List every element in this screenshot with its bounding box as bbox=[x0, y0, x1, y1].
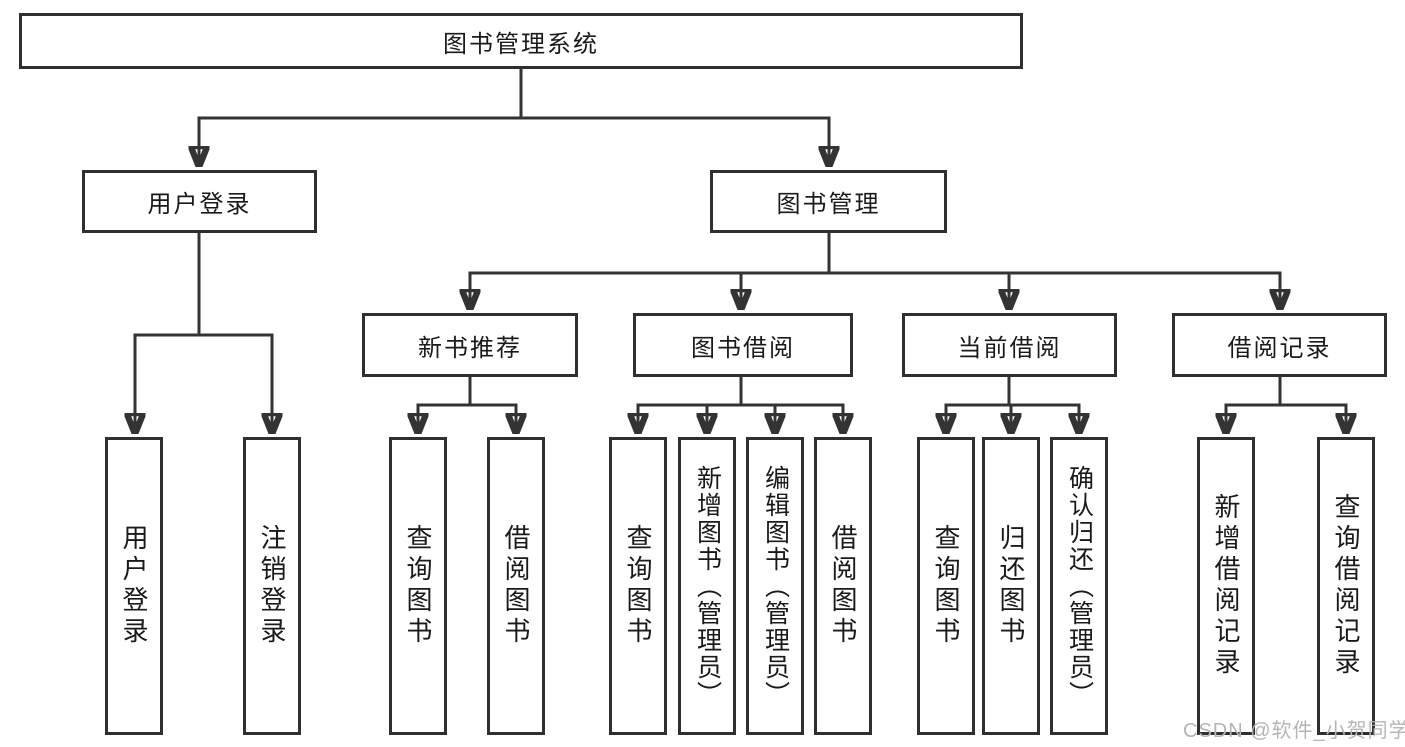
node-library-system-root: 图书管理系统 bbox=[19, 13, 1023, 69]
node-current-borrowing: 当前借阅 bbox=[902, 313, 1117, 377]
leaf-logout: 注销登录 bbox=[243, 437, 301, 735]
connector-root-to-level2 bbox=[199, 69, 829, 164]
leaf-borrow-books-recommend: 借阅图书 bbox=[487, 437, 545, 735]
node-user-login: 用户登录 bbox=[82, 170, 317, 233]
leaf-return-books: 归还图书 bbox=[982, 437, 1040, 735]
connector-book-mgmt-to-level3 bbox=[470, 232, 1280, 307]
leaf-add-borrow-record: 新增借阅记录 bbox=[1197, 437, 1255, 735]
connector-user-login-children bbox=[135, 232, 272, 431]
node-book-management: 图书管理 bbox=[710, 170, 947, 233]
connector-book-borrow-children bbox=[638, 376, 843, 431]
leaf-query-borrow-record: 查询借阅记录 bbox=[1317, 437, 1375, 735]
connector-borrow-records-children bbox=[1226, 376, 1346, 431]
leaf-query-books-borrowing: 查询图书 bbox=[609, 437, 667, 735]
node-new-book-recommend: 新书推荐 bbox=[362, 313, 578, 377]
csdn-watermark: CSDN @软件_小贺同学 bbox=[1183, 720, 1405, 742]
node-book-borrowing: 图书借阅 bbox=[633, 313, 853, 377]
leaf-user-login: 用户登录 bbox=[105, 437, 163, 735]
leaf-query-books-recommend: 查询图书 bbox=[389, 437, 447, 735]
leaf-confirm-return-admin: 确认归还（管理员） bbox=[1050, 437, 1108, 735]
connector-current-borrow-children bbox=[946, 376, 1079, 431]
leaf-query-books-current: 查询图书 bbox=[917, 437, 975, 735]
leaf-edit-book-admin: 编辑图书（管理员） bbox=[746, 437, 804, 735]
leaf-add-book-admin: 新增图书（管理员） bbox=[678, 437, 736, 735]
connector-new-book-children bbox=[418, 376, 516, 431]
node-borrowing-records: 借阅记录 bbox=[1172, 313, 1387, 377]
leaf-borrow-books: 借阅图书 bbox=[814, 437, 872, 735]
